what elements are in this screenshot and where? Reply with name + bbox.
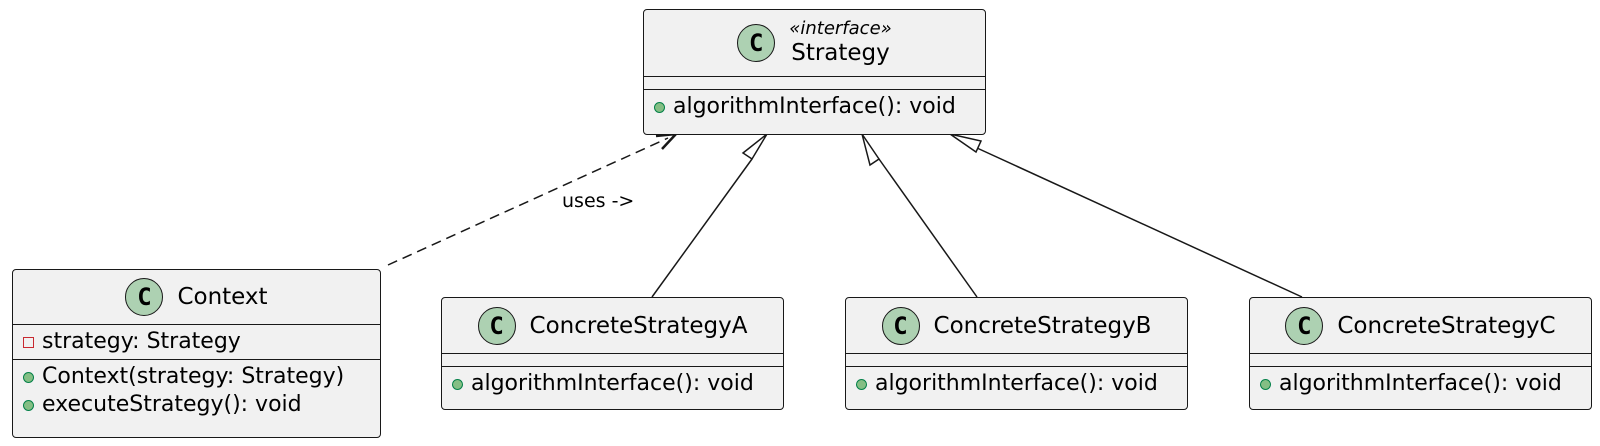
method-row: algorithmInterface(): void bbox=[856, 370, 1177, 398]
public-visibility-icon bbox=[654, 101, 665, 113]
realization-line-c bbox=[976, 147, 1303, 298]
attribute-text: strategy: Strategy bbox=[42, 329, 241, 354]
public-visibility-icon bbox=[856, 378, 867, 390]
class-concrete-strategy-c[interactable]: C ConcreteStrategyC algorithmInterface()… bbox=[1249, 297, 1592, 410]
class-header: C ConcreteStrategyC bbox=[1250, 298, 1591, 353]
class-header: C ConcreteStrategyA bbox=[442, 298, 783, 353]
realization-line-a bbox=[651, 158, 753, 298]
class-stereotype: «interface» bbox=[789, 18, 892, 39]
attribute-row: strategy: Strategy bbox=[23, 328, 370, 356]
realization-arrowhead-b bbox=[861, 133, 881, 167]
method-text: Context(strategy: Strategy) bbox=[42, 364, 345, 389]
public-visibility-icon bbox=[23, 399, 34, 411]
class-concrete-strategy-b[interactable]: C ConcreteStrategyB algorithmInterface()… bbox=[845, 297, 1188, 410]
method-row: algorithmInterface(): void bbox=[452, 370, 773, 398]
method-text: algorithmInterface(): void bbox=[1279, 371, 1562, 396]
attributes-section: strategy: Strategy bbox=[13, 325, 380, 359]
realization-line-b bbox=[878, 158, 978, 298]
method-text: algorithmInterface(): void bbox=[875, 371, 1158, 396]
methods-section: algorithmInterface(): void bbox=[442, 367, 783, 401]
class-icon: C bbox=[737, 24, 776, 62]
public-visibility-icon bbox=[1260, 378, 1271, 390]
method-row: algorithmInterface(): void bbox=[1260, 370, 1581, 398]
methods-section: algorithmInterface(): void bbox=[644, 90, 985, 124]
method-text: executeStrategy(): void bbox=[42, 392, 302, 417]
method-row: Context(strategy: Strategy) bbox=[23, 363, 370, 391]
class-name: Context bbox=[177, 284, 268, 310]
class-icon: C bbox=[125, 278, 164, 316]
class-header: C ConcreteStrategyB bbox=[846, 298, 1187, 353]
class-icon: C bbox=[881, 306, 920, 345]
class-concrete-strategy-a[interactable]: C ConcreteStrategyA algorithmInterface()… bbox=[441, 297, 784, 410]
class-context[interactable]: C Context strategy: Strategy Context(str… bbox=[12, 269, 381, 438]
class-strategy[interactable]: C «interface» Strategy algorithmInterfac… bbox=[643, 9, 986, 135]
class-name: ConcreteStrategyC bbox=[1337, 312, 1556, 339]
class-name: ConcreteStrategyB bbox=[933, 312, 1152, 339]
attributes-section bbox=[644, 77, 985, 89]
class-header: C «interface» Strategy bbox=[644, 10, 985, 76]
class-icon: C bbox=[477, 306, 516, 345]
methods-section: algorithmInterface(): void bbox=[1250, 367, 1591, 401]
realization-arrowhead-a bbox=[741, 133, 768, 161]
class-name: Strategy bbox=[791, 40, 890, 66]
attributes-section bbox=[1250, 354, 1591, 366]
class-icon: C bbox=[1285, 306, 1324, 345]
public-visibility-icon bbox=[23, 371, 34, 383]
attributes-section bbox=[442, 354, 783, 366]
methods-section: Context(strategy: Strategy) executeStrat… bbox=[13, 360, 380, 422]
private-visibility-icon bbox=[23, 336, 34, 348]
method-row: algorithmInterface(): void bbox=[654, 93, 975, 121]
method-text: algorithmInterface(): void bbox=[673, 94, 956, 119]
attributes-section bbox=[846, 354, 1187, 366]
method-text: algorithmInterface(): void bbox=[471, 371, 754, 396]
method-row: executeStrategy(): void bbox=[23, 391, 370, 419]
realization-arrowhead-c bbox=[949, 133, 983, 154]
class-name: ConcreteStrategyA bbox=[529, 312, 748, 339]
dependency-line bbox=[387, 137, 669, 266]
methods-section: algorithmInterface(): void bbox=[846, 367, 1187, 401]
public-visibility-icon bbox=[452, 378, 463, 390]
uses-relation-label: uses -> bbox=[562, 190, 635, 212]
class-header: C Context bbox=[13, 270, 380, 324]
